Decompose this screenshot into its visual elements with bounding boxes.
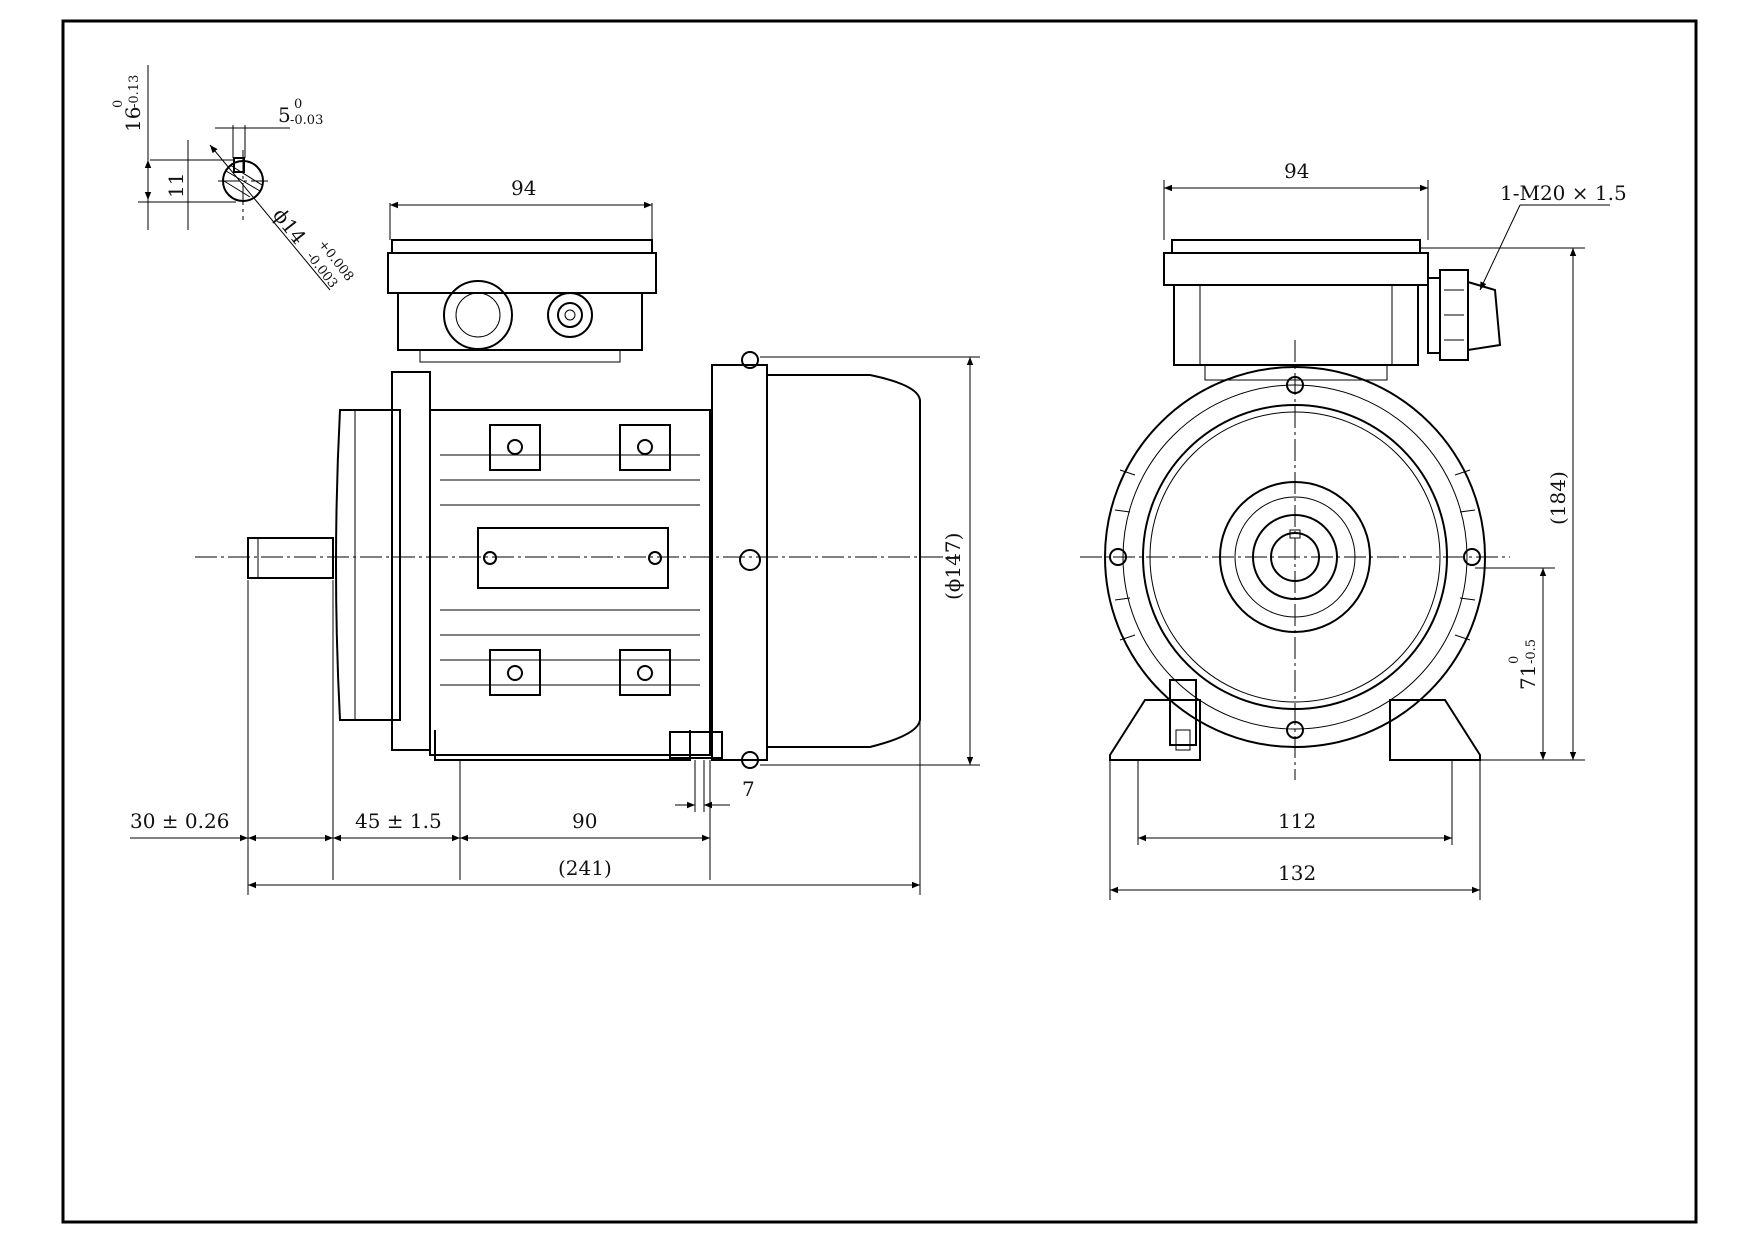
motor-housing-end — [1104, 366, 1486, 761]
shaft-length-dim: 30 ± 0.26 — [130, 809, 229, 833]
shaft-center-height-tol-upper: 0 — [1507, 656, 1522, 664]
cable-gland-side — [443, 280, 513, 350]
key-width-tol-lower: -0.03 — [290, 113, 323, 128]
shaft-center-height-tol-lower: -0.5 — [1524, 639, 1539, 664]
cable-gland-end — [1427, 269, 1502, 361]
motor-body-side — [429, 409, 723, 761]
plug-side — [547, 292, 593, 338]
end-overall-height: (184) — [1546, 471, 1570, 525]
foot-offset-dim: 7 — [742, 777, 755, 801]
key-width-label: 5 — [278, 103, 291, 127]
terminal-box-side — [387, 239, 657, 363]
terminal-box-end — [1163, 239, 1502, 381]
shaft-height-label: 11 — [164, 173, 188, 198]
fan-cover-side — [711, 351, 921, 769]
foot-hole-spacing-side-dim: 90 — [572, 809, 597, 833]
end-terminal-box-width: 94 — [1284, 159, 1309, 183]
end-foot-width: 132 — [1278, 861, 1316, 885]
key-depth-tol-lower: -0.13 — [127, 75, 142, 108]
foot-left — [1109, 699, 1201, 761]
foot-right — [1389, 699, 1481, 761]
key-depth-label: 16 — [121, 107, 145, 132]
key-width-tol-upper: 0 — [294, 97, 302, 112]
flange-offset-dim: 45 ± 1.5 — [355, 809, 442, 833]
side-view: 94 (ϕ147) 30 ± 0.26 45 ± 1.5 90 7 (241) — [130, 176, 980, 895]
overall-length-dim: (241) — [558, 856, 612, 880]
shaft-key-section: 16 0 -0.13 5 0 -0.03 11 ϕ14 +0.008 -0.00… — [111, 65, 356, 291]
sheet-border — [61, 19, 1698, 1224]
end-view: 94 1-M20 × 1.5 (184) 71 0 -0.5 112 132 — [1080, 159, 1627, 900]
side-terminal-box-width: 94 — [511, 176, 536, 200]
shaft — [247, 537, 334, 579]
nameplate — [477, 527, 669, 589]
cowl-screw — [739, 549, 761, 571]
end-foot-hole-spacing: 112 — [1278, 809, 1316, 833]
shaft-diameter-label: ϕ14 — [268, 203, 311, 249]
shaft-center-height: 71 — [1516, 665, 1540, 690]
cable-gland-callout: 1-M20 × 1.5 — [1500, 181, 1627, 205]
shaft-end — [1270, 532, 1320, 582]
side-housing-diameter: (ϕ147) — [941, 533, 965, 600]
key-depth-tol-upper: 0 — [111, 100, 126, 108]
